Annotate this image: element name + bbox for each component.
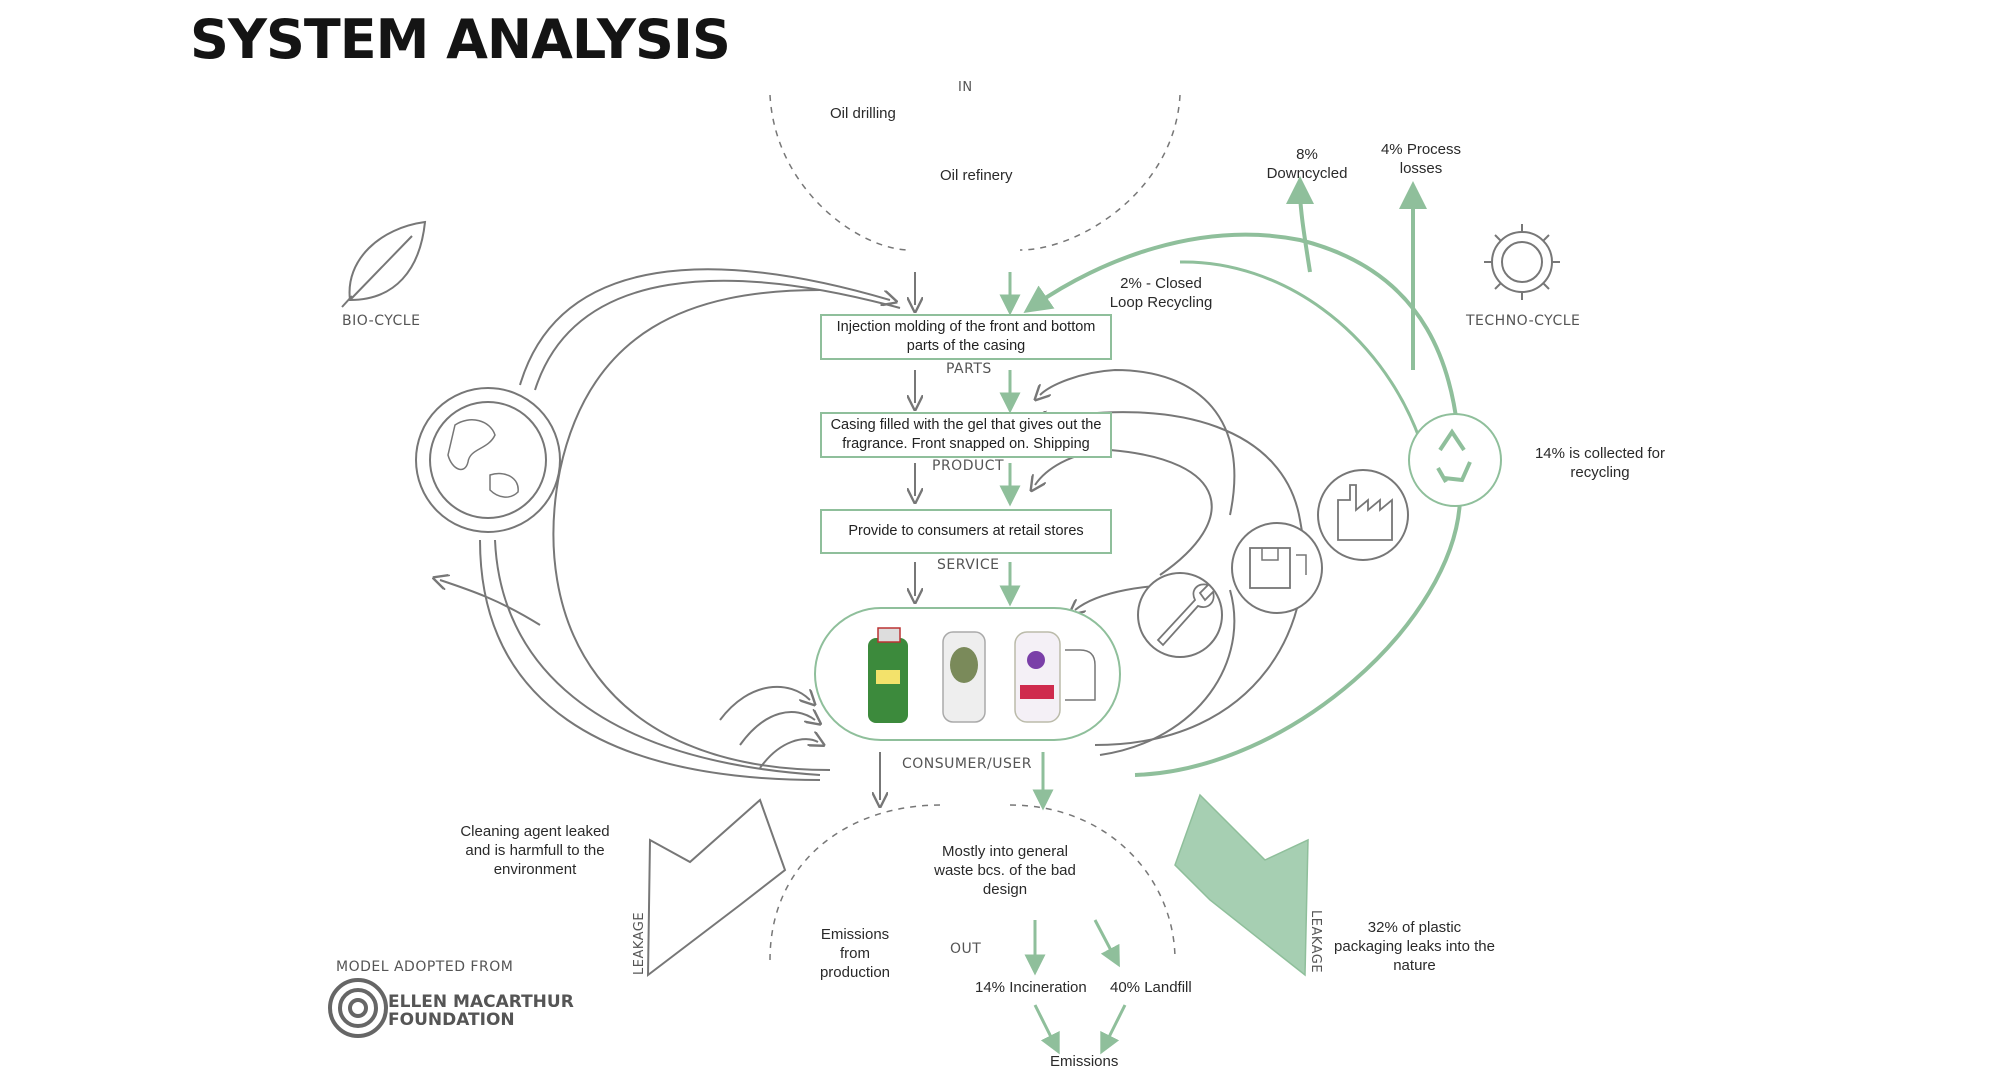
emissions-label: Emissions (1050, 1053, 1119, 1070)
bio-return-arrow (440, 580, 541, 626)
bio-loop-outer (519, 268, 890, 386)
flow-arrows-grey (880, 272, 915, 800)
box-icon (1231, 522, 1323, 614)
product-bottles (868, 627, 1096, 723)
in-dashed-arc (769, 94, 911, 251)
process-losses-label: 4% Process losses (1380, 141, 1462, 177)
techno-loop-green (1023, 232, 1463, 777)
closed-loop-label: 2% - Closed Loop Recycling (1109, 275, 1213, 311)
cleaning-agent-leak-label: Cleaning agent leaked and is harmfull to… (460, 823, 610, 878)
consumer-label: CONSUMER/USER (902, 756, 1032, 772)
general-waste-label: Mostly into general waste bcs. of the ba… (934, 843, 1076, 898)
incineration-label: 14% Incineration (975, 979, 1087, 996)
downcycled-label: 8% Downcycled (1266, 146, 1348, 182)
bio-loop-outer-2 (534, 279, 901, 391)
oil-refinery-label: Oil refinery (940, 167, 1013, 184)
foundation-line-2: FOUNDATION (388, 1010, 515, 1030)
gear-icon (1484, 224, 1560, 300)
model-adopted-label: MODEL ADOPTED FROM (336, 959, 514, 975)
persil-bottle (1014, 631, 1061, 723)
stage-casing-text: Casing filled with the gel that gives ou… (830, 417, 1102, 452)
leaf-icon (341, 220, 427, 308)
foundation-name: ELLEN MACARTHUR FOUNDATION (388, 993, 574, 1029)
flow-arrows-green (999, 272, 1127, 1055)
landfill-label: 40% Landfill (1110, 979, 1192, 996)
foundation-logo-icon (328, 978, 388, 1038)
parts-label: PARTS (946, 361, 992, 377)
factory-icon (1317, 469, 1409, 561)
stage-casing: Casing filled with the gel that gives ou… (820, 412, 1112, 458)
wrench-icon (1137, 572, 1223, 658)
product-label: PRODUCT (932, 458, 1005, 474)
downcycled-arrow (1286, 176, 1315, 273)
out-label: OUT (950, 941, 982, 957)
stage-injection-text: Injection molding of the front and botto… (836, 319, 1096, 354)
techno-cycle-label: TECHNO-CYCLE (1466, 313, 1581, 329)
stage-provide-text: Provide to consumers at retail stores (848, 523, 1084, 539)
emissions-production-label: Emissions from production (819, 926, 891, 981)
in-dashed-arc-right (1019, 94, 1181, 251)
leakage-label-left: LEAKAGE (632, 911, 647, 975)
refurbish-loop (1040, 368, 1236, 516)
stage-provide: Provide to consumers at retail stores (820, 509, 1112, 554)
in-label: IN (958, 80, 973, 95)
collected-for-recycling-label: 14% is collected for recycling (1534, 445, 1666, 481)
remanufacture-loop (1035, 448, 1213, 576)
plastic-leak-label: 32% of plastic packaging leaks into the … (1334, 919, 1495, 974)
leakage-arrow-grey (646, 798, 787, 978)
foundation-line-1: ELLEN MACARTHUR (388, 992, 574, 1012)
bio-loop-inner (552, 289, 831, 771)
bio-loop-lower-2 (479, 539, 821, 781)
maintenance-loop-1 (1040, 412, 1305, 746)
techno-loop-green-inner (1179, 260, 1422, 441)
leakage-label-right: LEAKAGE (1308, 910, 1323, 974)
page-title: SYSTEM ANALYSIS (190, 8, 731, 71)
wave-3 (759, 739, 818, 769)
wave-2 (739, 712, 815, 746)
leakage-arrow-green (1174, 793, 1309, 977)
recycle-icon (1408, 413, 1502, 507)
stage-injection: Injection molding of the front and botto… (820, 314, 1112, 360)
wave-1 (719, 686, 810, 721)
globe-icon (415, 387, 561, 533)
maintenance-loop-2 (1099, 589, 1236, 756)
service-label: SERVICE (937, 557, 1000, 573)
bio-loop-lower (494, 539, 821, 776)
oil-drilling-label: Oil drilling (830, 105, 896, 122)
bio-cycle-label: BIO-CYCLE (342, 313, 421, 329)
